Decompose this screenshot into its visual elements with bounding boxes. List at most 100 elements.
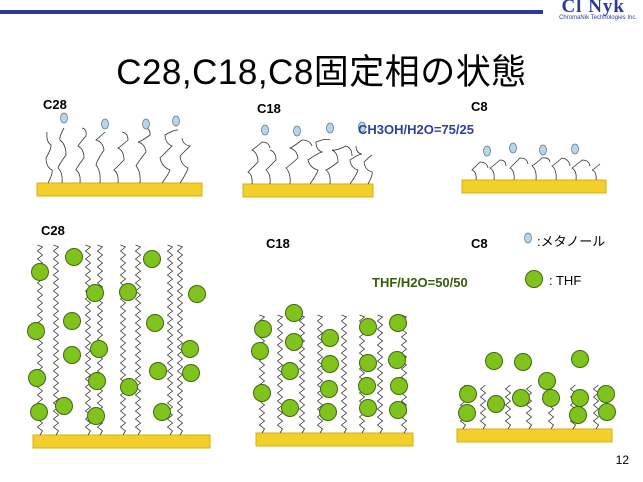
- methanol-molecule: [524, 232, 532, 244]
- methanol-molecule: [172, 115, 180, 127]
- thf-molecule: [149, 362, 167, 380]
- thf-molecule: [319, 403, 337, 421]
- silica-support-bar: [36, 182, 203, 197]
- thf-molecule: [146, 314, 164, 332]
- silica-support-bar: [242, 183, 374, 198]
- thf-molecule: [458, 404, 476, 422]
- label-top-c8: C8: [471, 99, 488, 114]
- silica-support-bar: [255, 432, 414, 447]
- thf-molecule: [598, 403, 616, 421]
- label-bottom-c18: C18: [266, 236, 290, 251]
- thf-molecule: [512, 389, 530, 407]
- thf-molecule: [487, 395, 505, 413]
- thf-molecule: [459, 385, 477, 403]
- thf-molecule: [63, 346, 81, 364]
- thf-molecule: [281, 399, 299, 417]
- collapsed-chain: [363, 154, 373, 185]
- methanol-molecule: [326, 122, 334, 134]
- thf-molecule: [182, 364, 200, 382]
- label-top-c28: C28: [43, 97, 67, 112]
- collapsed-chain: [113, 131, 129, 184]
- collapsed-chain: [265, 149, 277, 185]
- thf-molecule: [321, 329, 339, 347]
- thf-molecule: [65, 248, 83, 266]
- thf-molecule: [253, 384, 271, 402]
- thf-molecule: [542, 389, 560, 407]
- collapsed-chain: [509, 157, 529, 181]
- alkyl-chain: [96, 244, 104, 436]
- thf-molecule: [88, 372, 106, 390]
- thf-molecule: [569, 406, 587, 424]
- thf-molecule: [143, 250, 161, 268]
- silica-support-bar: [461, 179, 607, 194]
- alkyl-chain: [134, 244, 142, 436]
- thf-molecule: [389, 314, 407, 332]
- thf-molecule: [30, 403, 48, 421]
- thf-molecule: [28, 369, 46, 387]
- legend-thf-label: : THF: [549, 273, 582, 288]
- collapsed-chain: [591, 163, 601, 181]
- collapsed-chain: [57, 127, 67, 184]
- alkyl-chain: [376, 314, 384, 434]
- thf-molecule: [281, 362, 299, 380]
- slide-title: C28,C18,C8固定相の状態: [116, 53, 527, 92]
- alkyl-chain: [479, 384, 487, 430]
- alkyl-chain: [298, 314, 306, 434]
- collapsed-chain: [531, 157, 551, 181]
- thf-molecule: [55, 397, 73, 415]
- silica-support-bar: [32, 434, 211, 449]
- thf-molecule: [86, 284, 104, 302]
- alkyl-chain: [119, 244, 127, 436]
- thf-molecule: [359, 399, 377, 417]
- collapsed-chain: [551, 157, 571, 181]
- methanol-molecule: [539, 144, 547, 156]
- thf-molecule: [359, 354, 377, 372]
- company-logo-subtext: ChromaNik Technologies Inc.: [559, 15, 637, 21]
- company-logo: Cl Nyk: [561, 0, 625, 17]
- thf-molecule: [63, 312, 81, 330]
- alkyl-chain: [504, 384, 512, 430]
- collapsed-chain: [285, 139, 313, 185]
- alkyl-chain: [525, 384, 533, 430]
- alkyl-chain: [166, 244, 174, 436]
- collapsed-chain: [75, 127, 87, 184]
- alkyl-chain: [340, 314, 348, 434]
- collapsed-chain: [95, 131, 106, 184]
- thf-molecule: [525, 270, 543, 288]
- collapsed-chain: [159, 129, 179, 184]
- collapsed-chain: [135, 127, 151, 184]
- methanol-molecule: [293, 125, 301, 137]
- thf-molecule: [390, 377, 408, 395]
- collapsed-chain: [45, 131, 53, 184]
- methanol-molecule: [60, 112, 68, 124]
- alkyl-chain: [84, 244, 92, 436]
- thf-molecule: [119, 283, 137, 301]
- collapsed-chain: [349, 145, 363, 185]
- alkyl-chain: [176, 244, 184, 436]
- methanol-molecule: [101, 118, 109, 130]
- label-top-c18: C18: [257, 101, 281, 116]
- methanol-molecule: [142, 118, 150, 130]
- collapsed-chain: [489, 159, 507, 181]
- thf-molecule: [388, 351, 406, 369]
- collapsed-chain: [471, 161, 489, 181]
- thf-molecule: [153, 403, 171, 421]
- collapsed-chain: [247, 141, 271, 185]
- thf-molecule: [285, 304, 303, 322]
- legend-methanol-label: :メタノール: [537, 234, 606, 249]
- methanol-molecule: [261, 124, 269, 136]
- page-number: 12: [615, 453, 629, 467]
- condition-methanol: CH3OH/H2O=75/25: [358, 122, 474, 137]
- thf-molecule: [514, 353, 532, 371]
- label-bottom-c28: C28: [41, 223, 65, 238]
- thf-molecule: [90, 340, 108, 358]
- thf-molecule: [571, 350, 589, 368]
- methanol-molecule: [571, 143, 579, 155]
- thf-molecule: [31, 263, 49, 281]
- label-bottom-c8: C8: [471, 236, 488, 251]
- thf-molecule: [571, 389, 589, 407]
- thf-molecule: [188, 285, 206, 303]
- thf-molecule: [321, 355, 339, 373]
- thf-molecule: [485, 352, 503, 370]
- methanol-molecule: [509, 142, 517, 154]
